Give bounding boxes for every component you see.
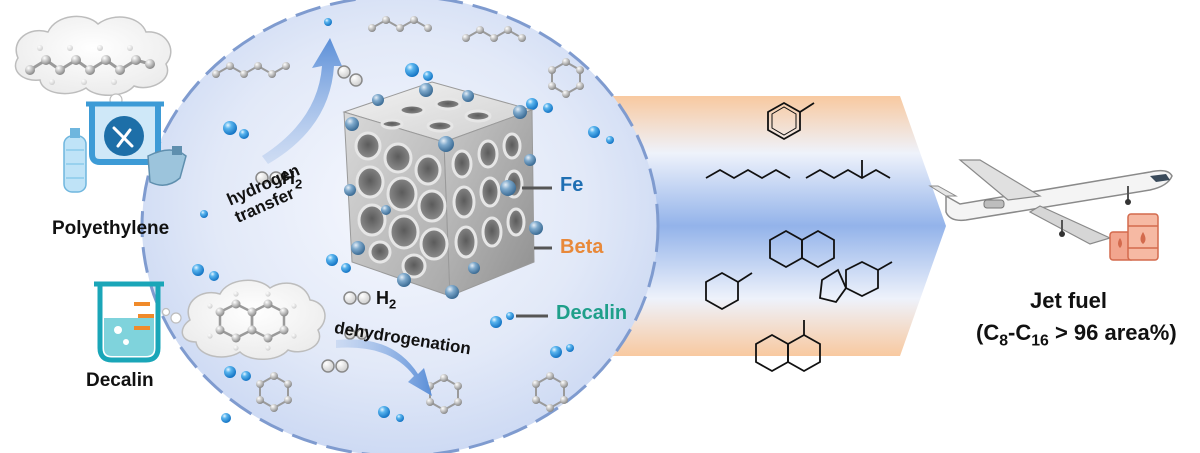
jet-fuel-tail: > 96 area%)	[1048, 320, 1177, 345]
dehydrogenation-arrow	[336, 339, 432, 396]
h2-top-subscript: 2	[295, 176, 303, 192]
decalin-ball-molecule	[207, 291, 297, 351]
h2-top-letter: H	[282, 168, 295, 188]
jet-fuel-title: Jet fuel	[1030, 288, 1108, 313]
jet-fuel-open: (C	[976, 320, 1000, 345]
alkane-fragment-molecules	[212, 16, 526, 78]
fuel-barrel-icon	[1109, 213, 1159, 261]
h2-bottom-label: H2	[376, 288, 396, 312]
beta-label: Beta	[560, 236, 604, 258]
jet-fuel-spec: (C8-C16 > 96 area%)	[976, 320, 1177, 350]
decalin-thought-cloud	[161, 279, 326, 360]
h2-top-label: H2	[282, 168, 302, 192]
decalin-solvent-label: Decalin	[556, 302, 628, 324]
h2-bottom-subscript: 2	[389, 296, 397, 312]
beaker-icon	[94, 281, 164, 363]
zeolite-cube-icon	[342, 81, 543, 299]
jet-fuel-sub1: 8	[999, 332, 1009, 350]
hydrogen-transfer-arrow	[262, 38, 342, 164]
aromatic-ball-molecules	[256, 58, 584, 414]
h2-bottom-letter: H	[376, 288, 389, 308]
fe-label: Fe	[560, 174, 584, 196]
jet-fuel-dash: -C	[1008, 320, 1032, 345]
polyethylene-chain-molecule	[25, 45, 155, 85]
airplane-icon	[928, 159, 1173, 245]
decalin-feed-label: Decalin	[86, 370, 154, 391]
product-arrow-band	[598, 96, 946, 356]
jet-fuel-sub2: 16	[1031, 332, 1049, 350]
hydrogen-molecules	[255, 65, 371, 373]
plastic-bin-icon	[63, 101, 187, 193]
product-skeletal-molecules	[705, 101, 893, 373]
label-leader-lines	[516, 186, 552, 318]
blue-bubbles	[192, 18, 614, 423]
polyethylene-label: Polyethylene	[52, 218, 170, 239]
